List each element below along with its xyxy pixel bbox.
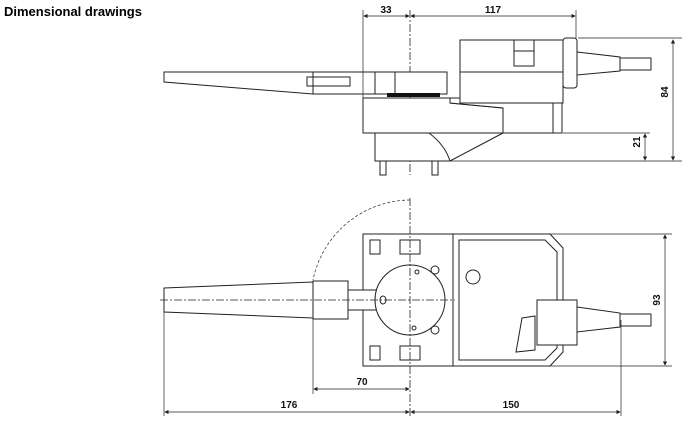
cable — [619, 313, 652, 327]
screw-icon — [430, 325, 440, 335]
lever-slot — [306, 76, 351, 87]
top-view: 93 70 176 150 — [160, 198, 672, 416]
cable-gland — [562, 37, 578, 89]
mounting-pin — [431, 160, 439, 176]
lever-swing-arc — [312, 199, 411, 281]
dim-84-label: 84 — [660, 86, 671, 98]
cable — [619, 57, 652, 71]
screw-icon — [430, 265, 440, 275]
housing-tab — [515, 315, 536, 353]
housing-button — [513, 39, 535, 67]
page-title: Dimensional drawings — [4, 4, 142, 19]
dim-93-label: 93 — [652, 294, 663, 306]
dim-117-label: 117 — [485, 5, 502, 16]
side-view: 33 117 84 21 — [163, 5, 682, 176]
cable-strain-relief — [576, 306, 621, 333]
clamp-plate — [387, 93, 440, 97]
cable-strain-relief — [576, 51, 621, 76]
lever-arm — [163, 71, 448, 95]
dim-150-label: 150 — [503, 400, 520, 411]
dim-21-label: 21 — [632, 136, 643, 148]
cable-gland — [536, 299, 578, 346]
dim-33-label: 33 — [380, 5, 392, 16]
release-button — [465, 269, 481, 285]
dim-70-label: 70 — [356, 377, 368, 388]
mounting-pin — [379, 160, 387, 176]
dim-176-label: 176 — [281, 400, 298, 411]
adapter-base — [374, 132, 504, 162]
